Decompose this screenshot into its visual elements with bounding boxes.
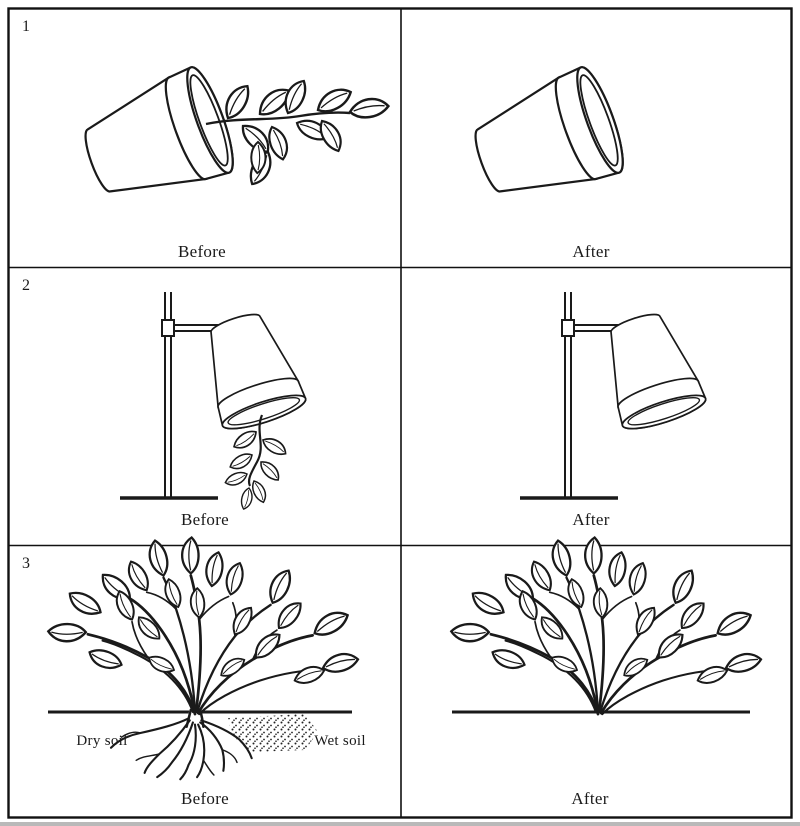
- row2-after-illustration: [518, 290, 710, 500]
- figure-grid-frame: [7, 7, 793, 819]
- row3-after-illustration: [451, 537, 763, 714]
- shrub-before: [48, 537, 360, 714]
- caption-row1-before: Before: [177, 242, 227, 261]
- caption-row2-after: After: [572, 510, 610, 529]
- scan-edge-shadow: [0, 822, 800, 826]
- tilted-pot: [71, 61, 243, 217]
- horizontal-shoot: [205, 75, 391, 190]
- panel-number-2: 2: [22, 277, 30, 294]
- caption-row3-before: Before: [180, 789, 230, 808]
- row2-before-illustration: [118, 290, 310, 512]
- row1-after-illustration: [461, 61, 633, 217]
- panel-number-3: 3: [22, 555, 30, 572]
- row3-before-illustration: [48, 537, 360, 781]
- caption-row3-after: After: [571, 789, 609, 808]
- hanging-shoot: [222, 414, 290, 512]
- dry-soil-label: Dry soil: [76, 733, 128, 749]
- wet-soil-label: Wet soil: [314, 733, 366, 749]
- caption-row1-after: After: [572, 242, 610, 261]
- shrub-after: [451, 537, 763, 714]
- tilted-pot-empty: [461, 61, 633, 217]
- panel-number-1: 1: [22, 18, 30, 35]
- caption-row2-before: Before: [180, 510, 230, 529]
- wet-soil-stipple: [228, 714, 318, 752]
- row1-before-illustration: [71, 61, 391, 217]
